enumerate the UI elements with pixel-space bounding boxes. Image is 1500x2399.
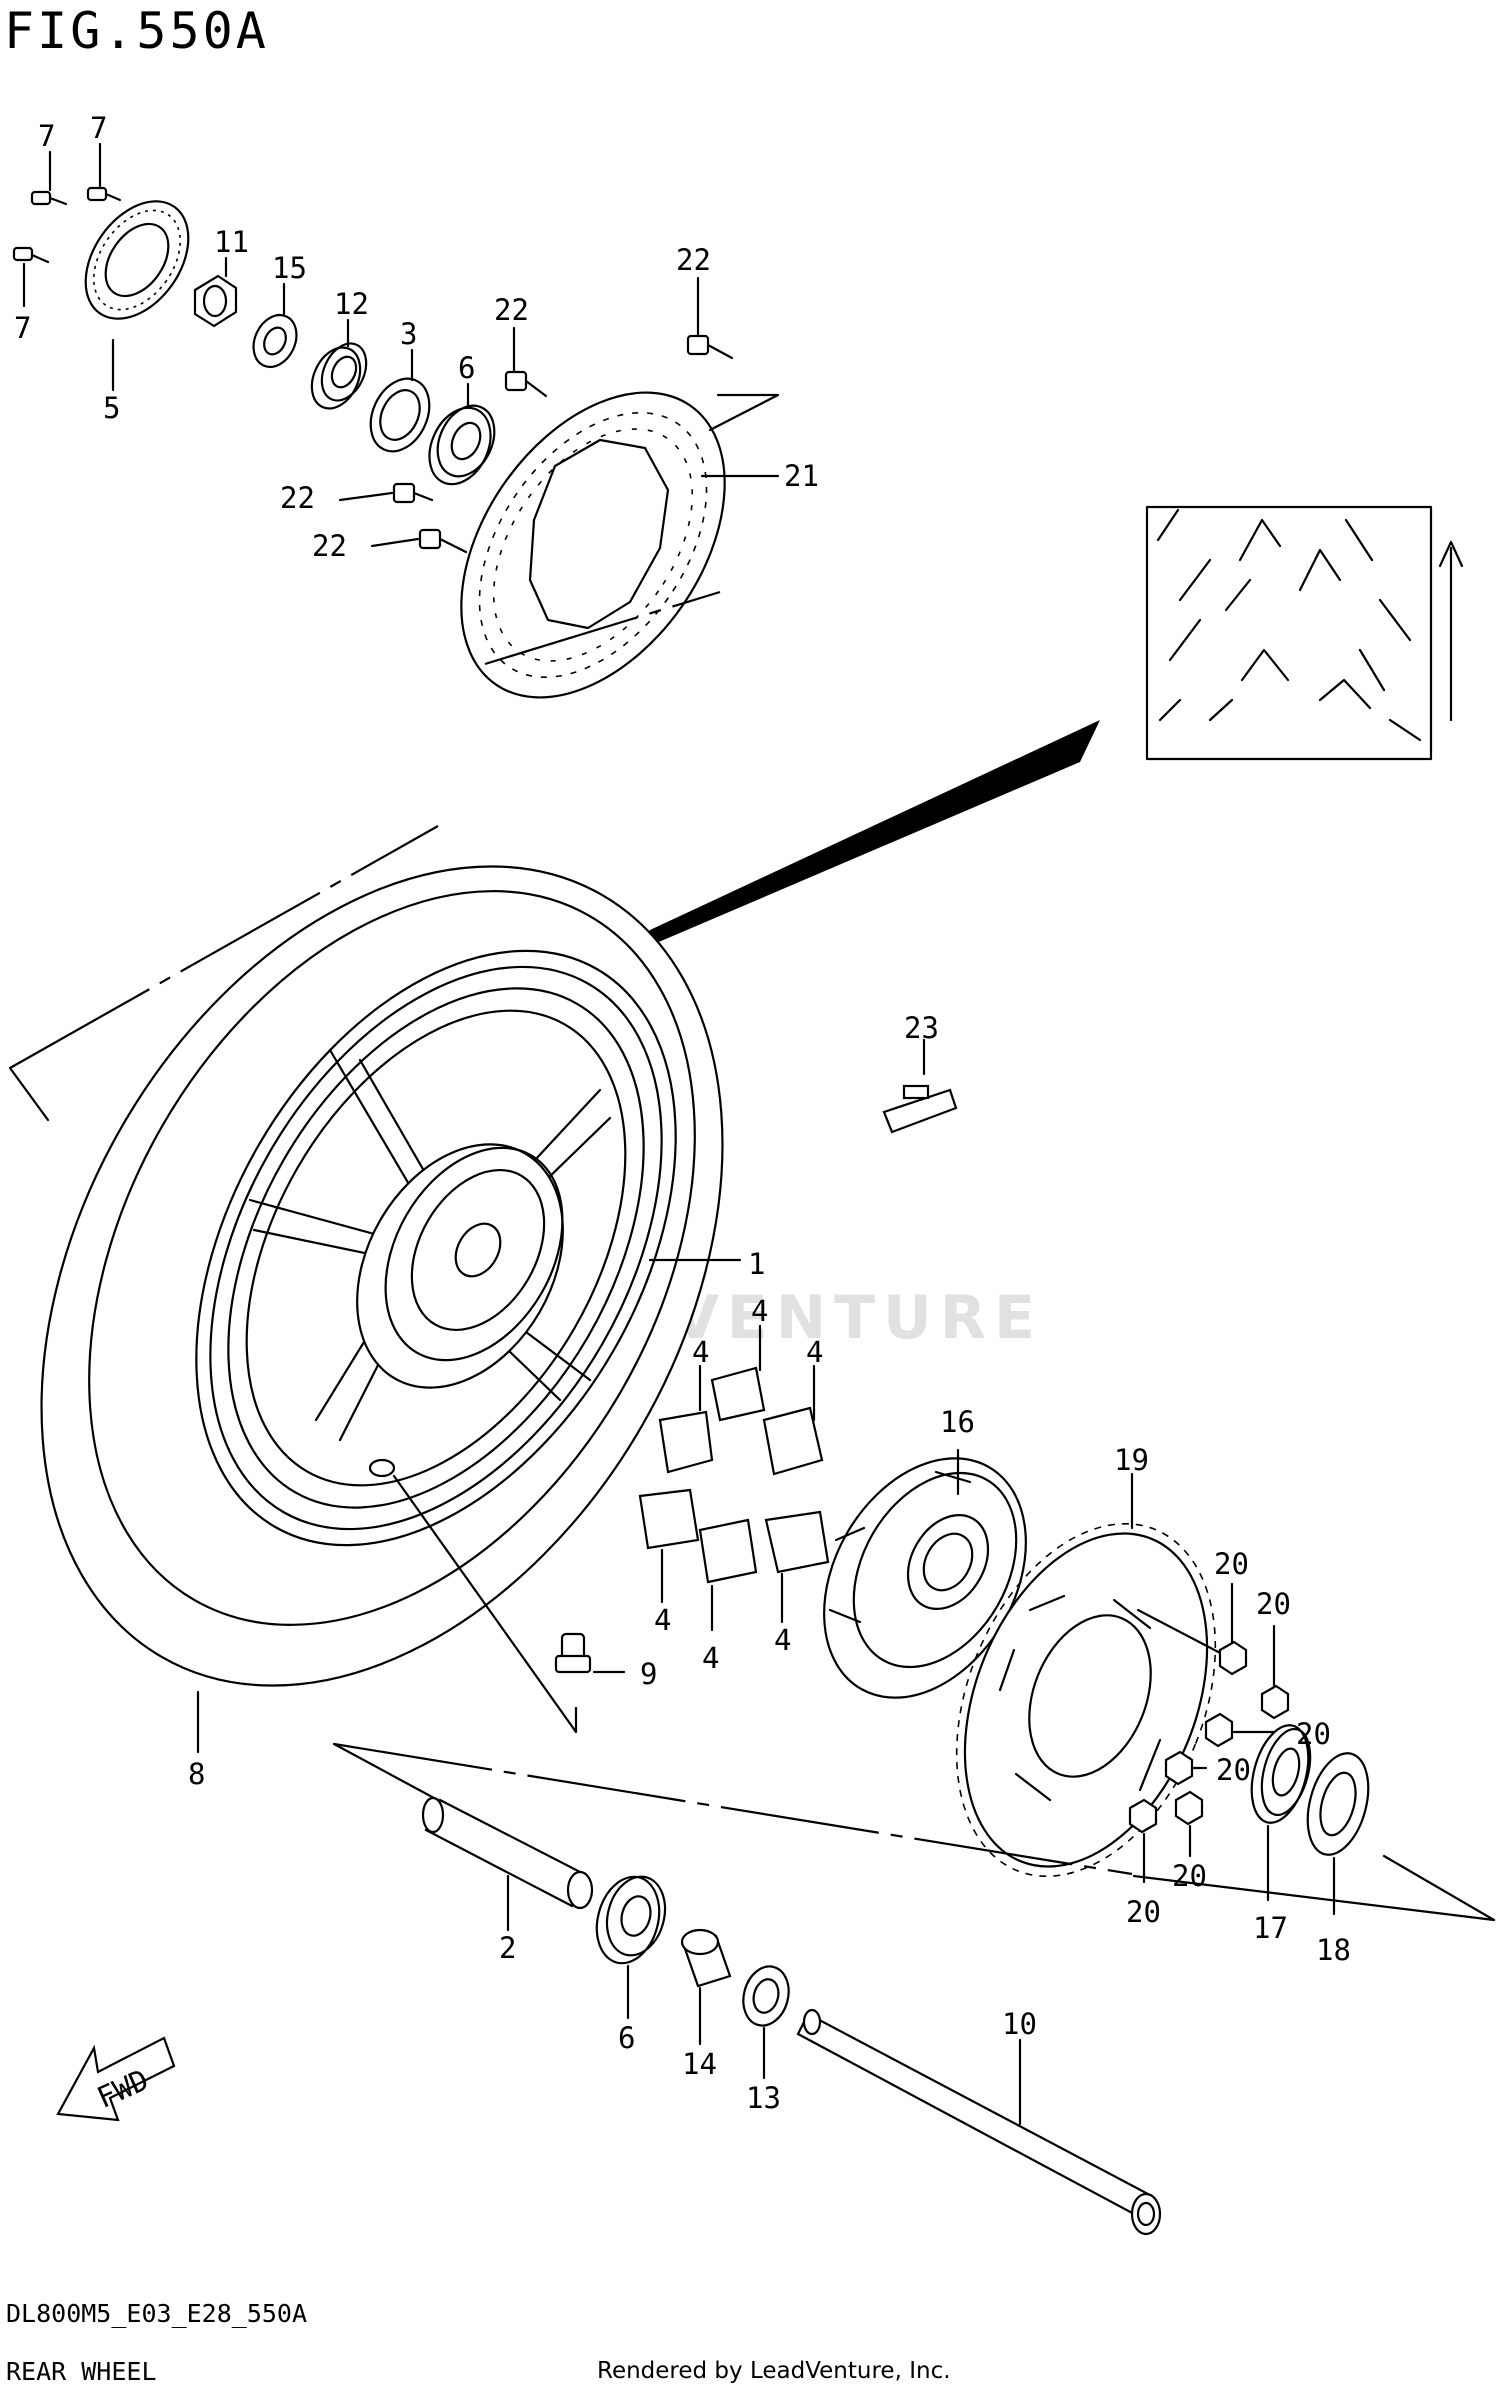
screw-7-left xyxy=(12,246,50,264)
brake-disc-bolt-22-left xyxy=(392,482,434,504)
callout-6-lower: 6 xyxy=(618,2021,635,2055)
callout-17: 17 xyxy=(1253,1911,1288,1945)
nut-11 xyxy=(193,274,238,328)
callout-4-b: 4 xyxy=(751,1294,768,1328)
callout-7-b: 7 xyxy=(90,111,107,145)
oil-seal-3 xyxy=(369,377,431,453)
callout-20-f: 20 xyxy=(1126,1895,1161,1929)
callout-labels: 1 2 3 4 4 4 4 4 4 5 6 6 7 7 7 8 9 10 11 … xyxy=(14,111,1351,2115)
sprocket-nut-20-e xyxy=(1174,1790,1204,1826)
screw-7-top-right xyxy=(86,186,122,202)
model-code: DL800M5_E03_E28_550A xyxy=(6,2299,307,2328)
callout-18: 18 xyxy=(1316,1933,1351,1967)
callout-4-c: 4 xyxy=(806,1335,823,1369)
figure-title: FIG.550A xyxy=(4,2,269,60)
callout-3: 3 xyxy=(400,317,417,351)
bolt-22-bracket xyxy=(708,393,780,432)
callout-7-a: 7 xyxy=(38,119,55,153)
forward-direction-arrow: FWD xyxy=(56,2036,176,2122)
callout-15: 15 xyxy=(272,251,307,285)
cush-damper-4-e xyxy=(698,1518,758,1584)
callout-2: 2 xyxy=(499,1931,516,1965)
callout-6-upper: 6 xyxy=(458,351,475,385)
rear-sprocket-19 xyxy=(955,1522,1217,1878)
cush-damper-4-f xyxy=(764,1510,830,1574)
sprocket-hub-16 xyxy=(823,1457,1027,1699)
callout-5: 5 xyxy=(103,391,120,425)
callout-14: 14 xyxy=(682,2047,717,2081)
callout-19: 19 xyxy=(1114,1443,1149,1477)
valve-pointer xyxy=(392,1474,578,1734)
callout-4-e: 4 xyxy=(702,1641,719,1675)
bearing-6-upper xyxy=(428,404,496,486)
callout-4-d: 4 xyxy=(654,1603,671,1637)
cush-damper-4-c xyxy=(658,1410,714,1474)
callout-4-a: 4 xyxy=(692,1335,709,1369)
cush-damper-leaders xyxy=(660,1324,816,1632)
brake-disc-bolt-22-mid xyxy=(504,370,548,398)
callout-4-f: 4 xyxy=(774,1623,791,1657)
bearing-6-lower xyxy=(595,1875,667,1965)
brake-disc-bolt-22-bottom xyxy=(418,528,468,554)
explode-line-lower xyxy=(333,1742,1133,1876)
screw-7-top-left xyxy=(30,190,68,206)
callout-20-b: 20 xyxy=(1256,1587,1291,1621)
callout-20-d: 20 xyxy=(1216,1753,1251,1787)
brake-disc-21 xyxy=(460,391,726,699)
callout-13: 13 xyxy=(746,2081,781,2115)
callout-21: 21 xyxy=(784,459,819,493)
cush-damper-4-d xyxy=(638,1488,700,1550)
brake-disc-bolt-22-top xyxy=(686,334,734,360)
render-credit: Rendered by LeadVenture, Inc. xyxy=(597,2358,951,2384)
valve-hole xyxy=(368,1458,396,1478)
spacer-12 xyxy=(310,342,368,410)
balance-weight-23 xyxy=(882,1084,958,1134)
bushing-14 xyxy=(680,1928,732,1988)
upper-leaders xyxy=(22,142,780,548)
spacer-18 xyxy=(1306,1752,1370,1856)
abs-sensor-ring xyxy=(84,200,190,320)
explode-line-lower-tick xyxy=(332,1742,436,1800)
callout-1: 1 xyxy=(748,1247,765,1281)
cush-damper-4-a xyxy=(710,1366,766,1422)
tread-pattern-inset xyxy=(1145,505,1464,761)
explode-line-upper xyxy=(9,825,439,1069)
explode-line-lower-right-tick xyxy=(1382,1854,1496,1922)
wheel-rim-1 xyxy=(195,949,677,1547)
callout-22-c: 22 xyxy=(280,481,315,515)
callout-12: 12 xyxy=(334,287,369,321)
oil-seal-17 xyxy=(1250,1724,1312,1824)
callout-11: 11 xyxy=(214,225,249,259)
explode-line-disc xyxy=(484,590,721,666)
sprocket-nut-20-c xyxy=(1204,1712,1234,1748)
callout-22-b: 22 xyxy=(494,293,529,327)
washer-15 xyxy=(252,314,298,368)
callout-20-a: 20 xyxy=(1214,1547,1249,1581)
callout-23: 23 xyxy=(904,1011,939,1045)
sprocket-nut-20-f xyxy=(1128,1798,1158,1834)
section-pointer-wedge xyxy=(640,720,1100,950)
callout-16: 16 xyxy=(940,1405,975,1439)
cush-damper-4-b xyxy=(762,1406,824,1476)
axle-spacer-2 xyxy=(421,1796,594,1910)
tire-valve-9 xyxy=(554,1632,592,1674)
callout-22-d: 22 xyxy=(312,529,347,563)
rear-axle-10 xyxy=(796,2008,1162,2236)
callout-20-e: 20 xyxy=(1172,1859,1207,1893)
callout-7-c: 7 xyxy=(14,311,31,345)
leader-19-bolt xyxy=(1136,1608,1228,1658)
spacer-13 xyxy=(742,1965,790,2027)
callout-10: 10 xyxy=(1002,2007,1037,2041)
sprocket-nut-20-b xyxy=(1260,1684,1290,1720)
sprocket-nut-20-a xyxy=(1218,1640,1248,1676)
explode-line-lower-right xyxy=(1132,1874,1496,1922)
callout-8: 8 xyxy=(188,1757,205,1791)
sprocket-nut-20-d xyxy=(1164,1750,1194,1786)
explode-line-upper-tick xyxy=(8,1066,50,1122)
callout-20-c: 20 xyxy=(1296,1717,1331,1751)
section-title: REAR WHEEL xyxy=(6,2357,157,2386)
callout-9: 9 xyxy=(640,1657,657,1691)
callout-22-a: 22 xyxy=(676,243,711,277)
